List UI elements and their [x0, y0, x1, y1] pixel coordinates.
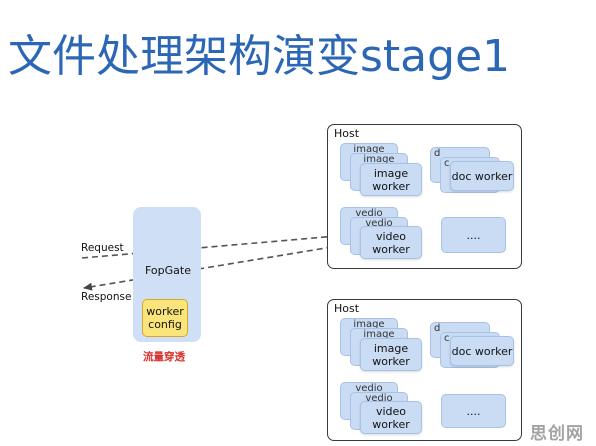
- host-label: Host: [334, 302, 360, 315]
- request-label: Request: [81, 242, 124, 254]
- image-worker-card: image worker: [360, 338, 422, 371]
- image-worker-label: image worker: [372, 341, 410, 368]
- watermark: 思创网: [530, 424, 584, 444]
- host-label: Host: [334, 127, 360, 140]
- passthrough-label: 流量穿透: [143, 351, 185, 363]
- host-box: Host image image image worker d c doc wo…: [327, 299, 522, 441]
- page-title: 文件处理架构演变stage1: [8, 31, 511, 82]
- image-worker-card: image worker: [360, 163, 422, 196]
- response-label: Response: [81, 291, 132, 303]
- more-label: ....: [466, 404, 481, 418]
- more-workers-card: ....: [441, 394, 506, 428]
- doc-worker-label: doc worker: [451, 169, 513, 183]
- doc-worker-label: doc worker: [451, 344, 513, 358]
- video-worker-card: video worker: [360, 226, 422, 259]
- worker-config-box: worker config: [142, 299, 188, 337]
- worker-config-label: worker config: [146, 305, 184, 331]
- host-box: Host image image image worker d c doc wo…: [327, 124, 522, 269]
- video-worker-label: video worker: [372, 404, 410, 431]
- video-worker-label: video worker: [372, 229, 410, 256]
- request-arrow: [81, 230, 361, 259]
- image-worker-label: image worker: [372, 166, 410, 193]
- video-worker-card: video worker: [360, 401, 422, 434]
- doc-worker-card: doc worker: [450, 161, 514, 191]
- more-label: ....: [466, 228, 481, 242]
- response-arrow: [83, 241, 363, 291]
- more-workers-card: ....: [441, 217, 506, 253]
- fopgate-label: FopGate: [145, 264, 191, 277]
- doc-worker-card: doc worker: [450, 336, 514, 366]
